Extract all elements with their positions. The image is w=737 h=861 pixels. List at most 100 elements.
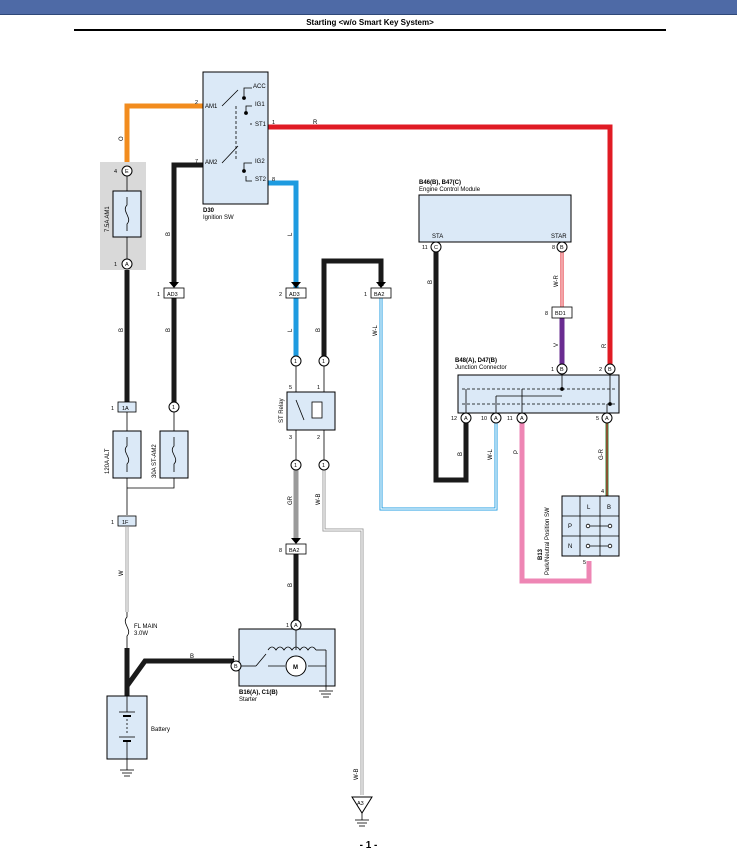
starter-pin-a-letter: A [294,623,298,629]
diagram-title: Starting <w/o Smart Key System> [306,18,434,27]
ground-a3-icon [351,796,373,814]
ignition-switch-contacts [221,87,252,182]
junction-box [457,374,620,414]
ign-am1-label: AM1 [205,104,218,110]
ecm-star-num: 8 [552,245,555,251]
header-bar [0,0,737,15]
ign-st1-label: ST1 [255,122,267,128]
fl-main-label: FL MAIN [134,624,157,630]
wire-orange-am1 [124,103,203,168]
connector-ba2-top-label: BA2 [374,292,384,298]
starter-pin-a-num: 1 [286,623,289,629]
pns-name: Park/Neutral Position SW [545,507,551,575]
wire-label-v: V [554,343,560,347]
ecm-sta-pin [430,241,442,253]
arrow-ad3-right [291,282,301,288]
wire-blue-st2 [268,180,299,357]
junction-pin-12 [460,412,472,424]
wire-black-am2 [171,162,203,284]
ignition-switch-code: D30 [203,208,215,214]
starter-internals [241,630,327,690]
connector-1a-label: 1A [122,406,129,412]
ign-acc-label: ACC [253,84,266,90]
junction-pin-10-letter: A [494,416,498,422]
wire-red-st1 [268,124,613,366]
fl-main-icon [124,612,130,648]
ground-a3-symbol [355,813,369,827]
junction-pin-11-num: 11 [507,416,513,422]
junction-pin-2 [604,363,616,375]
junction-pin-2-num: 2 [599,367,602,373]
connector-ad3-right-label: AD3 [289,292,300,298]
st-relay-pin-5: 5 [289,385,292,391]
junction-code: B48(A), D47(B) [455,358,497,364]
wire-label-b-st-am2: B [166,328,172,332]
ecm-name: Engine Control Module [419,187,481,193]
junction-pin-12-num: 12 [451,416,457,422]
st-relay-pin-2: 2 [317,435,320,441]
wire-label-w: W [119,570,125,576]
starter-motor [285,655,307,677]
wire-label-r2: R [602,343,608,348]
wire-pink-p [519,421,592,584]
junction-bus [462,375,615,413]
wire-black-battery [124,648,234,694]
fuse-am1-icon [124,197,130,231]
starter-code: B16(A), C1(B) [239,690,278,696]
wire-label-g-r: G-R [599,448,605,460]
connector-bd1-pin: 8 [545,311,548,317]
fuse-am1-top-num: 4 [114,169,117,175]
connector-ad3-left-label: AD3 [167,292,178,298]
fuse-am1-label: 7.5A AM1 [105,206,111,232]
junction-pin-1-letter: B [560,367,564,373]
ign-st2-label: ST2 [255,177,267,183]
junction-pin-11-letter: A [520,416,524,422]
ign-pin-2: 2 [195,100,198,106]
pns-p-label: P [568,524,572,530]
wire-label-w-l2: W-L [488,448,494,460]
arrow-ba2-top [376,282,386,288]
fl-main-rating: 3.0W [134,631,148,637]
relay-out-pin-wb-num: 1 [322,463,325,469]
pns-pin-4: 4 [601,489,604,495]
ecm-star-label: STAR [551,234,567,240]
wire-label-r: R [313,120,318,126]
starter-pin-b-letter: B [234,664,238,670]
wire-black-ba2 [321,258,384,357]
wire-label-gr: GR [288,495,294,505]
pns-l-label: L [587,505,591,511]
wire-label-b-battery: B [190,654,194,660]
junction-pin-5-letter: A [605,416,609,422]
title-rule [74,29,666,31]
ecm-star-pin [556,241,568,253]
wire-label-b-jc: B [458,452,464,456]
wire-label-b-starter: B [288,583,294,587]
fuse-am1-bottom-letter: A [125,262,129,268]
ign-am2-label: AM2 [205,160,218,166]
wire-label-b-am2: B [166,232,172,236]
st-relay-symbol [295,399,323,421]
wire-label-p: P [514,450,520,454]
wire-label-w-b2: W-B [354,768,360,780]
ecm-star-letter: B [560,245,564,251]
junction-pin-1 [556,363,568,375]
junction-pin-10-num: 10 [481,416,487,422]
starter-motor-label: M [293,665,298,671]
starter-box [238,628,336,687]
relay-in-pin-l-num: 1 [294,359,297,365]
page-number: - 1 - [359,840,378,851]
fuse-st-am2-icon [171,437,177,472]
junction-pin-11 [516,412,528,424]
ecm-box [418,194,572,243]
ground-a3-label: A3 [357,801,364,807]
junction-pin-2-letter: B [608,367,612,373]
wire-label-b-relay: B [316,328,322,332]
pns-pin-5: 5 [583,560,586,566]
battery-icon [119,696,135,777]
starter-ground-icon [319,690,333,698]
wire-black-sta [433,247,469,483]
battery-label: Battery [151,727,170,733]
pns-n-label: N [568,544,572,550]
st-relay-pin-1: 1 [317,385,320,391]
